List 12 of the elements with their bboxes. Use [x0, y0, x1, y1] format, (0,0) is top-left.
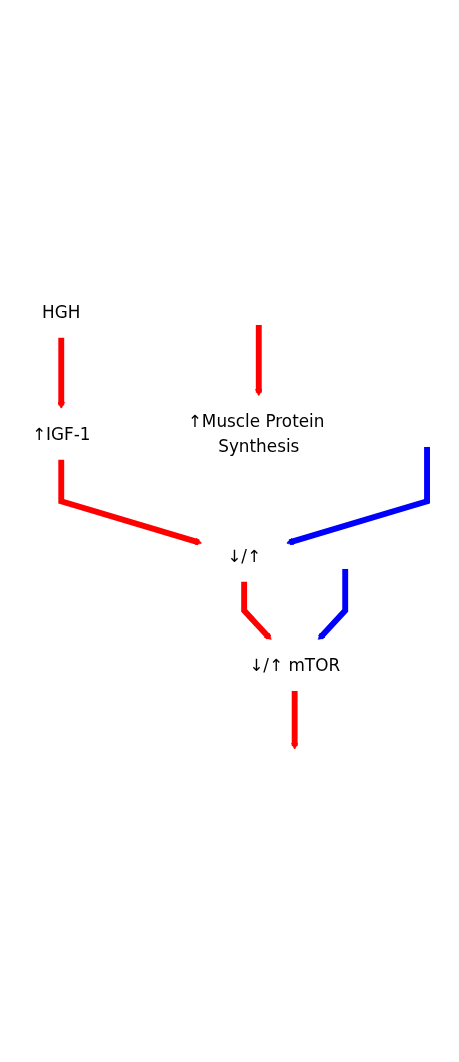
node-text: ↑IGF-1 [31, 424, 91, 445]
arrow [286, 446, 430, 546]
arrow [58, 459, 203, 546]
node-text: ↓/↑ [227, 546, 262, 567]
node-text: ↓/↑ mTOR [249, 655, 341, 676]
arrow [317, 568, 349, 641]
arrow [255, 324, 263, 397]
arrow [241, 581, 272, 641]
arrow [57, 337, 65, 410]
arrow [290, 690, 299, 751]
node-text: ↑Muscle Protein Synthesis [187, 411, 325, 457]
node-text: HGH [42, 302, 81, 323]
